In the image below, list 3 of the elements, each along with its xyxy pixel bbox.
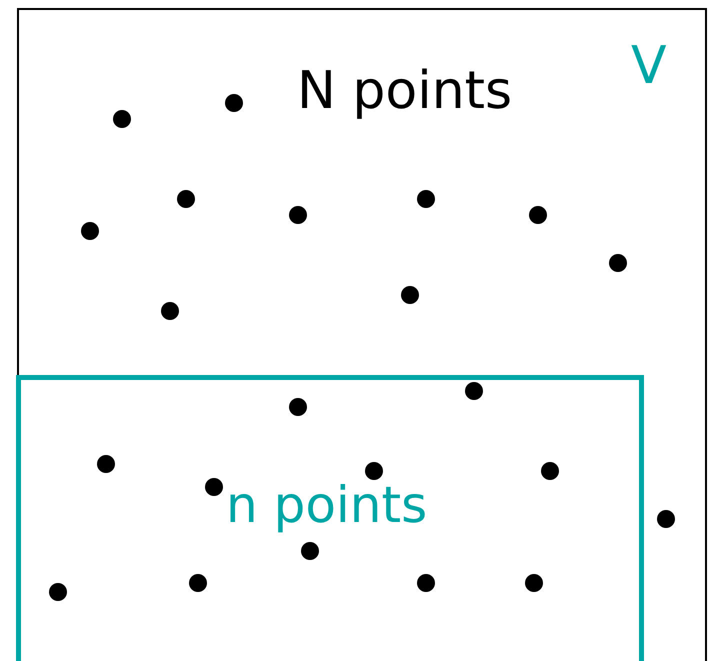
region-label: N points: [297, 65, 512, 117]
set-label: V: [631, 40, 667, 92]
subset-label: n points: [226, 480, 428, 530]
